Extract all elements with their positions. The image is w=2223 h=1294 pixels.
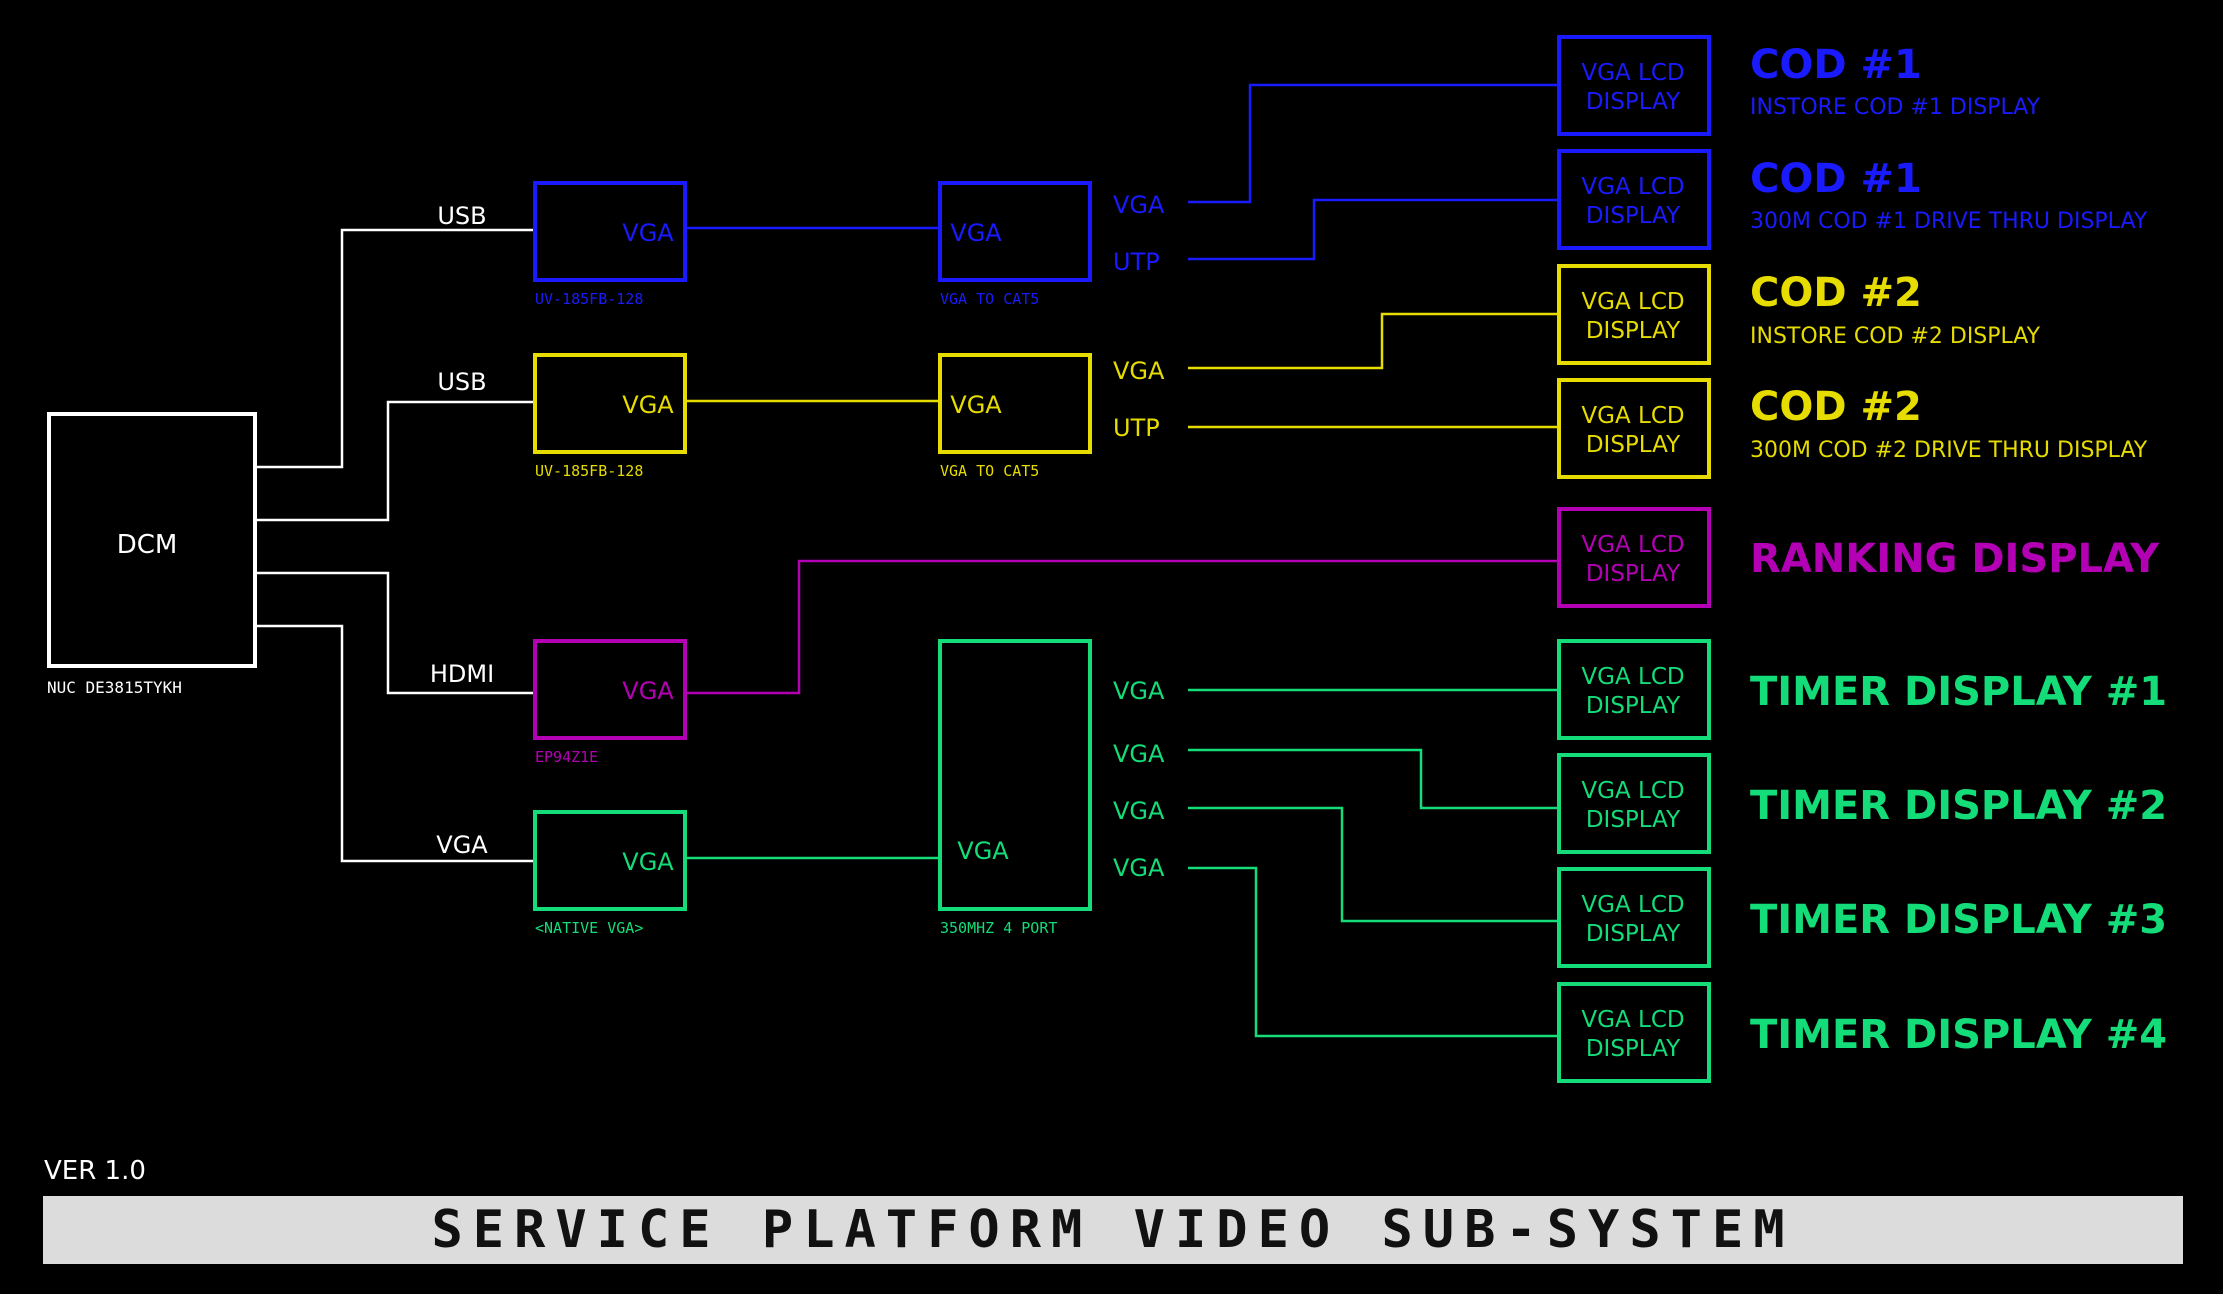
svg-text:VGA LCD: VGA LCD [1581,174,1684,200]
display-title: TIMER DISPLAY #4 [1750,1012,2167,1058]
splitter-green: VGA 350MHZ 4 PORT VGA VGA VGA VGA [938,639,1165,937]
splitter-out-3: VGA [1113,797,1165,825]
page-title: SERVICE PLATFORM VIDEO SUB-SYSTEM [431,1200,1795,1260]
adapter-label: VGA [622,219,674,247]
svg-text:VGA LCD: VGA LCD [1581,892,1684,918]
adapter-model: EP94Z1E [535,748,598,766]
display-title: COD #1 [1750,156,1922,202]
splitter-model: 350MHZ 4 PORT [940,919,1057,937]
display-timer-4: VGA LCD DISPLAY TIMER DISPLAY #4 [1557,982,2167,1083]
adapter-model: UV-185FB-128 [535,462,643,480]
svg-text:VGA LCD: VGA LCD [1581,664,1684,690]
display-timer-1: VGA LCD DISPLAY TIMER DISPLAY #1 [1557,639,2167,740]
display-timer-3: VGA LCD DISPLAY TIMER DISPLAY #3 [1557,867,2167,968]
svg-text:DISPLAY: DISPLAY [1586,203,1681,229]
link-label-vga: VGA [436,831,488,859]
converter-label: VGA [950,219,1002,247]
svg-text:DISPLAY: DISPLAY [1586,807,1681,833]
dcm-label: DCM [117,530,178,560]
svg-text:VGA LCD: VGA LCD [1581,532,1684,558]
display-timer-2: VGA LCD DISPLAY TIMER DISPLAY #2 [1557,753,2167,854]
svg-text:VGA LCD: VGA LCD [1581,778,1684,804]
display-cod1-drivethru: VGA LCD DISPLAY COD #1 300M COD #1 DRIVE… [1557,149,2148,250]
svg-text:DISPLAY: DISPLAY [1586,921,1681,947]
splitter-out-2: VGA [1113,740,1165,768]
display-title: TIMER DISPLAY #3 [1750,897,2167,943]
display-subtitle: INSTORE COD #1 DISPLAY [1750,95,2041,120]
converter-label: VGA [950,391,1002,419]
splitter-out-4: VGA [1113,854,1165,882]
display-title: TIMER DISPLAY #1 [1750,669,2167,715]
dcm-model: NUC DE3815TYKH [47,678,182,697]
output-wires [685,83,1559,1038]
display-title: COD #1 [1750,42,1922,88]
adapter-hdmi-magenta: VGA EP94Z1E [533,639,687,766]
svg-text:DISPLAY: DISPLAY [1586,89,1681,115]
adapter-model: <NATIVE VGA> [535,919,643,937]
svg-text:DISPLAY: DISPLAY [1586,693,1681,719]
display-title: COD #2 [1750,384,1922,430]
adapter-native-green: VGA <NATIVE VGA> [533,810,687,937]
dcm-box [47,412,257,668]
adapter-label: VGA [622,391,674,419]
display-subtitle: 300M COD #1 DRIVE THRU DISPLAY [1750,209,2148,234]
title-bar: SERVICE PLATFORM VIDEO SUB-SYSTEM [43,1196,2183,1264]
converter-out-vga: VGA [1113,191,1165,219]
link-label-hdmi: HDMI [430,660,494,688]
svg-text:VGA LCD: VGA LCD [1581,1007,1684,1033]
link-label-usb2: USB [437,368,486,396]
display-title: TIMER DISPLAY #2 [1750,783,2167,829]
display-title: COD #2 [1750,270,1922,316]
converter-out-utp: UTP [1113,414,1160,442]
splitter-label: VGA [957,837,1009,865]
adapter-usb-blue: VGA UV-185FB-128 [533,181,687,308]
display-cod1-instore: VGA LCD DISPLAY COD #1 INSTORE COD #1 DI… [1557,35,2041,136]
converter-blue: VGA VGA TO CAT5 VGA UTP [938,181,1165,308]
svg-text:VGA LCD: VGA LCD [1581,289,1684,315]
adapter-label: VGA [622,848,674,876]
adapter-usb-yellow: VGA UV-185FB-128 [533,353,687,480]
svg-text:VGA LCD: VGA LCD [1581,403,1684,429]
svg-text:DISPLAY: DISPLAY [1586,432,1681,458]
svg-text:DISPLAY: DISPLAY [1586,561,1681,587]
converter-out-vga: VGA [1113,357,1165,385]
display-ranking: VGA LCD DISPLAY RANKING DISPLAY [1557,507,2160,608]
display-title: RANKING DISPLAY [1750,536,2160,582]
display-cod2-drivethru: VGA LCD DISPLAY COD #2 300M COD #2 DRIVE… [1557,378,2148,479]
svg-text:DISPLAY: DISPLAY [1586,1036,1681,1062]
version-label: VER 1.0 [44,1156,146,1186]
svg-text:VGA LCD: VGA LCD [1581,60,1684,86]
converter-out-utp: UTP [1113,248,1160,276]
converter-yellow: VGA VGA TO CAT5 VGA UTP [938,353,1165,480]
svg-text:DISPLAY: DISPLAY [1586,318,1681,344]
display-subtitle: INSTORE COD #2 DISPLAY [1750,324,2041,349]
adapter-label: VGA [622,677,674,705]
link-label-usb1: USB [437,202,486,230]
display-subtitle: 300M COD #2 DRIVE THRU DISPLAY [1750,438,2148,463]
adapter-model: UV-185FB-128 [535,290,643,308]
splitter-out-1: VGA [1113,677,1165,705]
dcm-trunks [256,228,536,863]
converter-model: VGA TO CAT5 [940,290,1039,308]
converter-model: VGA TO CAT5 [940,462,1039,480]
display-cod2-instore: VGA LCD DISPLAY COD #2 INSTORE COD #2 DI… [1557,264,2041,365]
